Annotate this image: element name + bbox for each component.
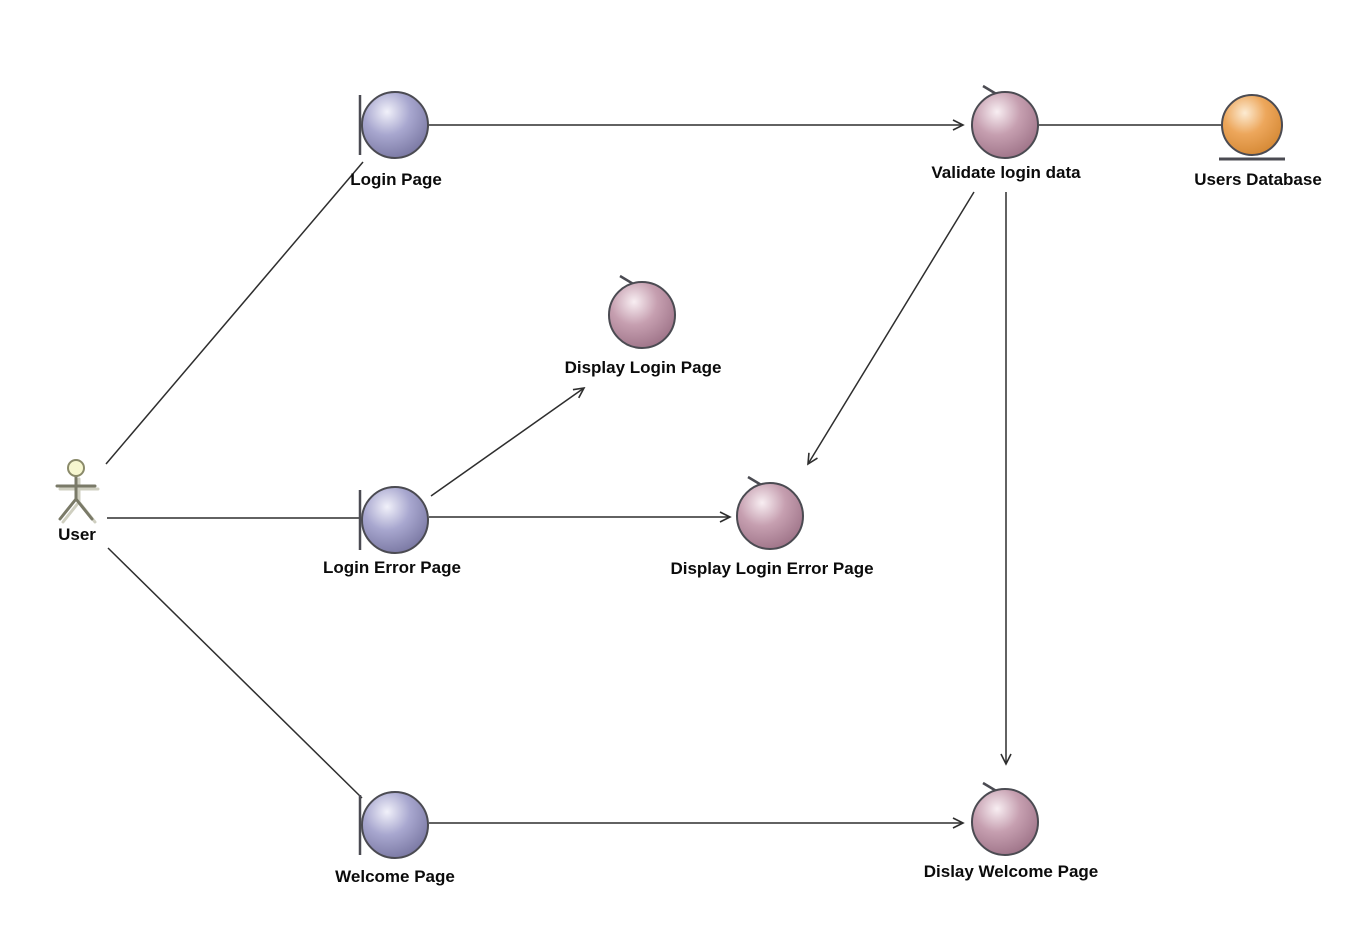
edge-user-to-welcome-page [107, 547, 363, 799]
nodes-layer: User Login Page Validate login data Users D… [55, 84, 1322, 886]
edges-layer [105, 119, 1221, 829]
node-label-welcome-page: Welcome Page [335, 867, 455, 886]
node-label-users-database: Users Database [1194, 170, 1322, 189]
node-label-display-login-page: Display Login Page [565, 358, 722, 377]
node-label-user: User [58, 525, 96, 544]
node-display-login-error-page[interactable]: Display Login Error Page [670, 475, 874, 578]
node-label-dislay-welcome-page: Dislay Welcome Page [924, 862, 1099, 881]
boundary-icon [361, 791, 429, 859]
boundary-icon [361, 91, 429, 159]
edge-user-to-login-page [105, 161, 364, 465]
node-label-login-error-page: Login Error Page [323, 558, 461, 577]
node-label-display-login-error-page: Display Login Error Page [670, 559, 873, 578]
entity-icon [1221, 94, 1283, 156]
edge-login-error-page-to-display-login-page [430, 386, 586, 497]
edge-validate-login-data-to-display-login-error-page [807, 191, 975, 466]
node-login-page[interactable]: Login Page [350, 91, 442, 189]
actor-head [67, 459, 85, 477]
control-icon [971, 788, 1039, 856]
node-dislay-welcome-page[interactable]: Dislay Welcome Page [924, 781, 1099, 881]
actor-icon [55, 459, 100, 524]
node-display-login-page[interactable]: Display Login Page [565, 274, 722, 377]
node-label-login-page: Login Page [350, 170, 442, 189]
node-users-database[interactable]: Users Database [1194, 94, 1322, 189]
node-user[interactable]: User [55, 459, 100, 544]
boundary-icon [361, 486, 429, 554]
node-login-error-page[interactable]: Login Error Page [323, 486, 461, 577]
node-validate-login-data[interactable]: Validate login data [931, 84, 1081, 182]
control-icon [736, 482, 804, 550]
node-welcome-page[interactable]: Welcome Page [335, 791, 455, 886]
control-icon [971, 91, 1039, 159]
control-icon [608, 281, 676, 349]
node-label-validate-login-data: Validate login data [931, 163, 1081, 182]
